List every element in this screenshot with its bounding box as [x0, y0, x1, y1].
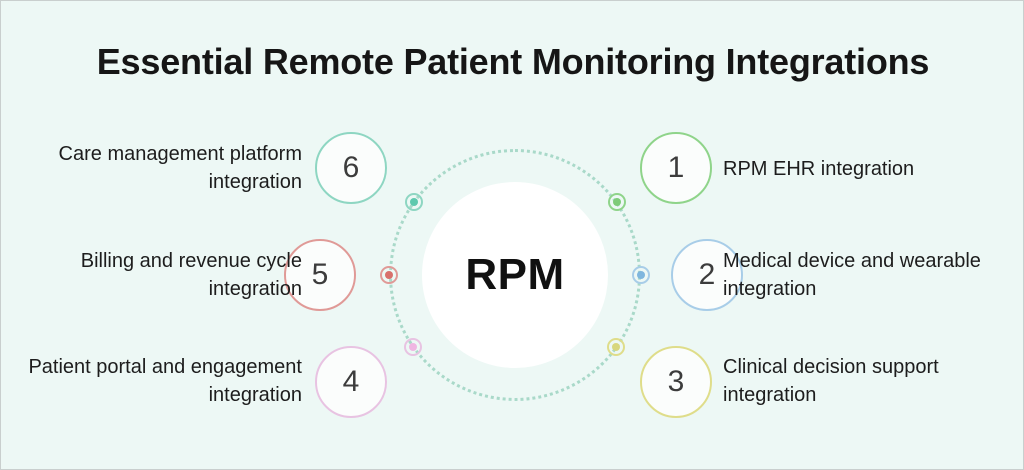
hub-circle: RPM [422, 182, 608, 368]
item-label-3: Clinical decision support integration [723, 356, 939, 407]
connector-dot-3 [607, 338, 625, 356]
connector-dot-5 [380, 266, 398, 284]
node-circle-4[interactable]: 4 [315, 346, 387, 418]
node-circle-3[interactable]: 3 [640, 346, 712, 418]
item-label-2: Medical device and wearable integration [723, 250, 981, 301]
node-circle-1[interactable]: 1 [640, 132, 712, 204]
item-label-5: Billing and revenue cycle integration [80, 250, 302, 301]
node-circle-5[interactable]: 5 [284, 239, 356, 311]
node-circle-2[interactable]: 2 [671, 239, 743, 311]
page-title: Essential Remote Patient Monitoring Inte… [96, 41, 930, 82]
item-label-6: Care management platform integration [58, 143, 302, 194]
node-number-1: 1 [667, 151, 685, 184]
node-number-6: 6 [342, 151, 360, 184]
item-label-1: RPM EHR integration [723, 158, 915, 180]
connector-dot-6 [405, 193, 423, 211]
hub-label: RPM [465, 250, 565, 299]
connector-dot-4 [404, 338, 422, 356]
connector-dot-2 [632, 266, 650, 284]
node-circle-6[interactable]: 6 [315, 132, 387, 204]
item-label-4: Patient portal and engagement integratio… [28, 356, 302, 407]
node-number-4: 4 [342, 365, 360, 398]
node-number-5: 5 [311, 258, 329, 291]
node-number-3: 3 [667, 365, 685, 398]
connector-dot-1 [608, 193, 626, 211]
node-number-2: 2 [698, 258, 716, 291]
